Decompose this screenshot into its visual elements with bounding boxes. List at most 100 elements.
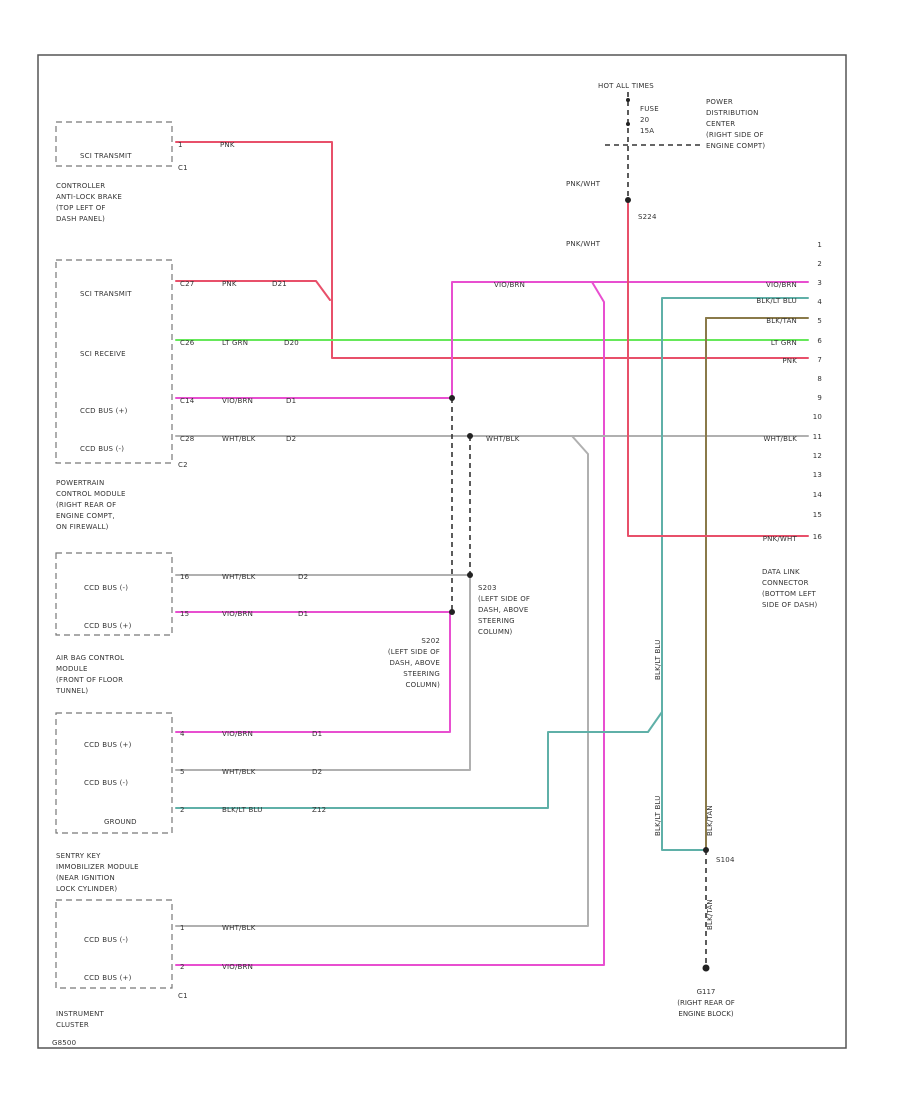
- dlc-pin: 9: [817, 394, 822, 402]
- w-sk-ccdp-pin: 4: [180, 730, 185, 738]
- airbag-name-4: TUNNEL): [55, 687, 88, 695]
- w-pcm-ccdn-circuit: D2: [286, 435, 296, 443]
- dlc-wire-p4: BLK/LT BLU: [756, 297, 797, 305]
- w-pcm-tx-circuit: D21: [272, 280, 287, 288]
- s202-line-5: COLUMN): [406, 681, 441, 689]
- skim-name-4: LOCK CYLINDER): [56, 885, 117, 893]
- airbag-pin-ccd-minus: CCD BUS (-): [84, 584, 128, 592]
- cluster-name-2: CLUSTER: [56, 1021, 89, 1029]
- w-ab-ccdn-circuit: D2: [298, 573, 308, 581]
- pdc-line-4: (RIGHT SIDE OF: [706, 131, 764, 139]
- airbag-name-2: MODULE: [56, 665, 88, 673]
- pcm-pin-sci-transmit: SCI TRANSMIT: [80, 290, 132, 298]
- splice-s224-label: S224: [638, 213, 657, 221]
- dlc-wire-p16: PNK/WHT: [763, 535, 798, 543]
- controller-name-3: (TOP LEFT OF: [56, 204, 106, 212]
- dlc-pin: 15: [813, 511, 822, 519]
- w-sk-ccdn-color: WHT/BLK: [222, 768, 256, 776]
- splice-dot-s104: [703, 847, 709, 853]
- w-pcm-rx-pin: C26: [180, 339, 195, 347]
- w-sk-gnd-pin: 2: [180, 806, 185, 814]
- w-pcm-ccdn-pin: C28: [180, 435, 194, 443]
- w-sk-gnd-color: BLK/LT BLU: [222, 806, 263, 814]
- s203-line-4: STEERING: [478, 617, 515, 625]
- g117-wire-label: BLK/TAN: [706, 899, 714, 930]
- w-ab-ccdp-color: VIO/BRN: [222, 610, 253, 618]
- dlc-pin: 4: [817, 298, 822, 306]
- s203-line-5: COLUMN): [478, 628, 513, 636]
- dlc-wire-p11: WHT/BLK: [763, 435, 797, 443]
- dlc-wire-p5: BLK/TAN: [766, 317, 797, 325]
- s202-line-1: S202: [421, 637, 440, 645]
- w-pcm-ccdn2-color: WHT/BLK: [486, 435, 520, 443]
- w-ab-ccdp-circuit: D1: [298, 610, 308, 618]
- w-sk-gnd-circuit: Z12: [312, 806, 326, 814]
- controller-name-4: DASH PANEL): [56, 215, 105, 223]
- fuse-wire-label-2: PNK/WHT: [566, 240, 601, 248]
- dlc-pin: 10: [813, 413, 822, 421]
- dlc-name-4: SIDE OF DASH): [762, 601, 817, 609]
- cluster-pin-ccd-plus: CCD BUS (+): [84, 974, 132, 982]
- skim-pin-ccd-minus: CCD BUS (-): [84, 779, 128, 787]
- wire-ccd-plus-trunk: [451, 281, 809, 399]
- wire-airbag-ccd-minus: [175, 574, 471, 771]
- skim-pin-ground: GROUND: [104, 818, 137, 826]
- fuse-line-3: 15A: [640, 127, 654, 135]
- w-pcm-ccdp2-color: VIO/BRN: [494, 281, 525, 289]
- w-ab-ccdn-color: WHT/BLK: [222, 573, 256, 581]
- w-pcm-rx-color: LT GRN: [222, 339, 248, 347]
- cluster-pin-ccd-minus: CCD BUS (-): [84, 936, 128, 944]
- pcm-pin-ccd-minus: CCD BUS (-): [80, 445, 124, 453]
- w-sk-ccdp-circuit: D1: [312, 730, 322, 738]
- dlc-wire-p3: VIO/BRN: [766, 281, 797, 289]
- w-ab-ccdn-pin: 16: [180, 573, 190, 581]
- wire-fuse-feed: [627, 199, 809, 537]
- s202-line-4: STEERING: [403, 670, 440, 678]
- airbag-name-3: (FRONT OF FLOOR: [56, 676, 123, 684]
- wire-ccd-plus-cluster-run: [175, 281, 605, 966]
- dlc-pin: 8: [817, 375, 822, 383]
- fuse-line-1: FUSE: [640, 105, 659, 113]
- pcm-connector: C2: [178, 461, 188, 469]
- dlc-pin: 14: [813, 491, 823, 499]
- wire-ctrl-pin: 1: [178, 141, 183, 149]
- splice-dot-ccd-minus: [467, 433, 473, 439]
- dlc-pin: 5: [817, 317, 822, 325]
- fuse-line-2: 20: [640, 116, 649, 124]
- wire-ground-teal-down: [661, 711, 707, 851]
- wire-ctrl-color: PNK: [220, 141, 235, 149]
- splice-dot-s224: [625, 197, 631, 203]
- dlc-wire-p7: PNK: [782, 357, 797, 365]
- airbag-name-1: AIR BAG CONTROL: [56, 654, 124, 662]
- dlc-pin: 1: [817, 241, 822, 249]
- s203-line-1: S203: [478, 584, 497, 592]
- w-cl-ccdn-color: WHT/BLK: [222, 924, 256, 932]
- airbag-pin-ccd-plus: CCD BUS (+): [84, 622, 132, 630]
- dlc-name-2: CONNECTOR: [762, 579, 809, 587]
- pcm-pin-sci-receive: SCI RECEIVE: [80, 350, 126, 358]
- controller-pin-label: SCI TRANSMIT: [80, 152, 132, 160]
- instrument-cluster-box: [55, 899, 173, 989]
- w-cl-ccdn-pin: 1: [180, 924, 185, 932]
- controller-name-1: CONTROLLER: [56, 182, 105, 190]
- splice-dot-ccd-plus: [449, 395, 455, 401]
- cluster-connector: C1: [178, 992, 188, 1000]
- dlc-pin: 16: [813, 533, 823, 541]
- pcm-pin-ccd-plus: CCD BUS (+): [80, 407, 128, 415]
- pcm-name-4: ENGINE COMPT,: [56, 512, 115, 520]
- cluster-name-1: INSTRUMENT: [56, 1010, 105, 1018]
- skim-name-3: (NEAR IGNITION: [56, 874, 115, 882]
- s202-line-3: DASH, ABOVE: [390, 659, 440, 667]
- w-sk-ccdn-pin: 5: [180, 768, 185, 776]
- controller-connector: C1: [178, 164, 188, 172]
- w-sk-ccdn-circuit: D2: [312, 768, 322, 776]
- w-sk-ccdp-color: VIO/BRN: [222, 730, 253, 738]
- s202-line-2: (LEFT SIDE OF: [388, 648, 440, 656]
- wire-ccd-minus-cluster-run: [175, 435, 589, 927]
- fuse-dot-top: [626, 98, 630, 102]
- gnd-vert-label-2: BLK/LT BLU: [654, 795, 662, 836]
- w-cl-ccdp-color: VIO/BRN: [222, 963, 253, 971]
- skim-name-1: SENTRY KEY: [56, 852, 101, 860]
- pcm-name-1: POWERTRAIN: [56, 479, 104, 487]
